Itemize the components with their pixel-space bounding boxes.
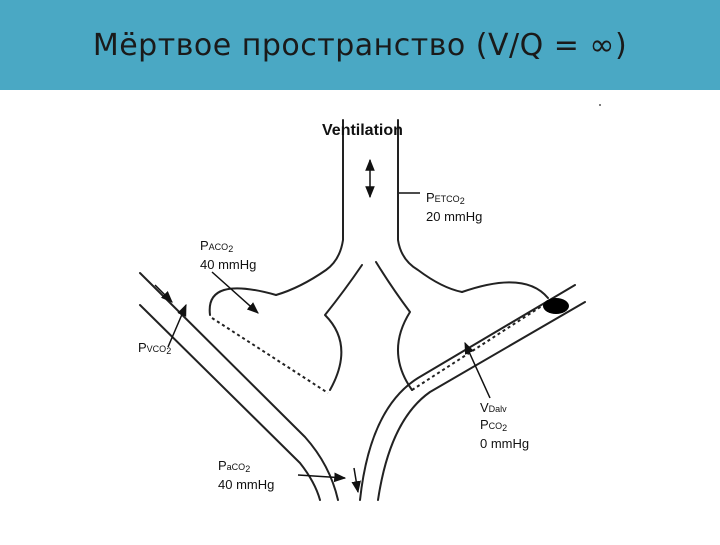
arrow-pvco2 [167,303,187,348]
dead-space-diagram: Ventilation PETCO2 20 mmHg PACO2 40 mmHg… [0,90,720,540]
occlusion-blob [543,298,569,314]
left-alveolus-inner [324,264,363,391]
left-alveolus [208,287,277,316]
airway-left-wall [275,119,344,296]
vdalv-pco2-label: VDalv PCO2 0 mmHg [480,400,530,451]
membrane-left [211,317,329,394]
arrow-paco2-alv [211,271,259,314]
paco2-alveolar-label: PACO2 40 mmHg [200,238,257,272]
lung-unit-drawing [139,104,601,501]
capillary-right-outer [377,301,586,501]
arrow-vdalv [464,341,491,399]
slide-title: Мёртвое пространство (V/Q = ∞) [92,27,628,63]
capillary-left-outer [139,272,339,501]
slide-header: Мёртвое пространство (V/Q = ∞) [0,0,720,90]
flow-arrow-out [351,467,361,494]
paco2-arterial-label: PaCO2 40 mmHg [218,458,275,492]
flow-arrow-in [154,284,173,303]
stray-dot [599,104,601,106]
pvco2-label: PVCO2 [138,340,172,356]
petco2-label: PETCO2 20 mmHg [426,190,483,224]
right-alveolus-inner [375,261,413,391]
arrow-paco2-art [297,472,347,483]
capillary-left-inner [139,304,321,501]
right-alveolus [461,281,549,299]
membrane-right [411,301,549,391]
capillary-right-inner [359,284,576,501]
airway-right-wall [397,119,463,293]
ventilation-label: Ventilation [322,122,403,139]
